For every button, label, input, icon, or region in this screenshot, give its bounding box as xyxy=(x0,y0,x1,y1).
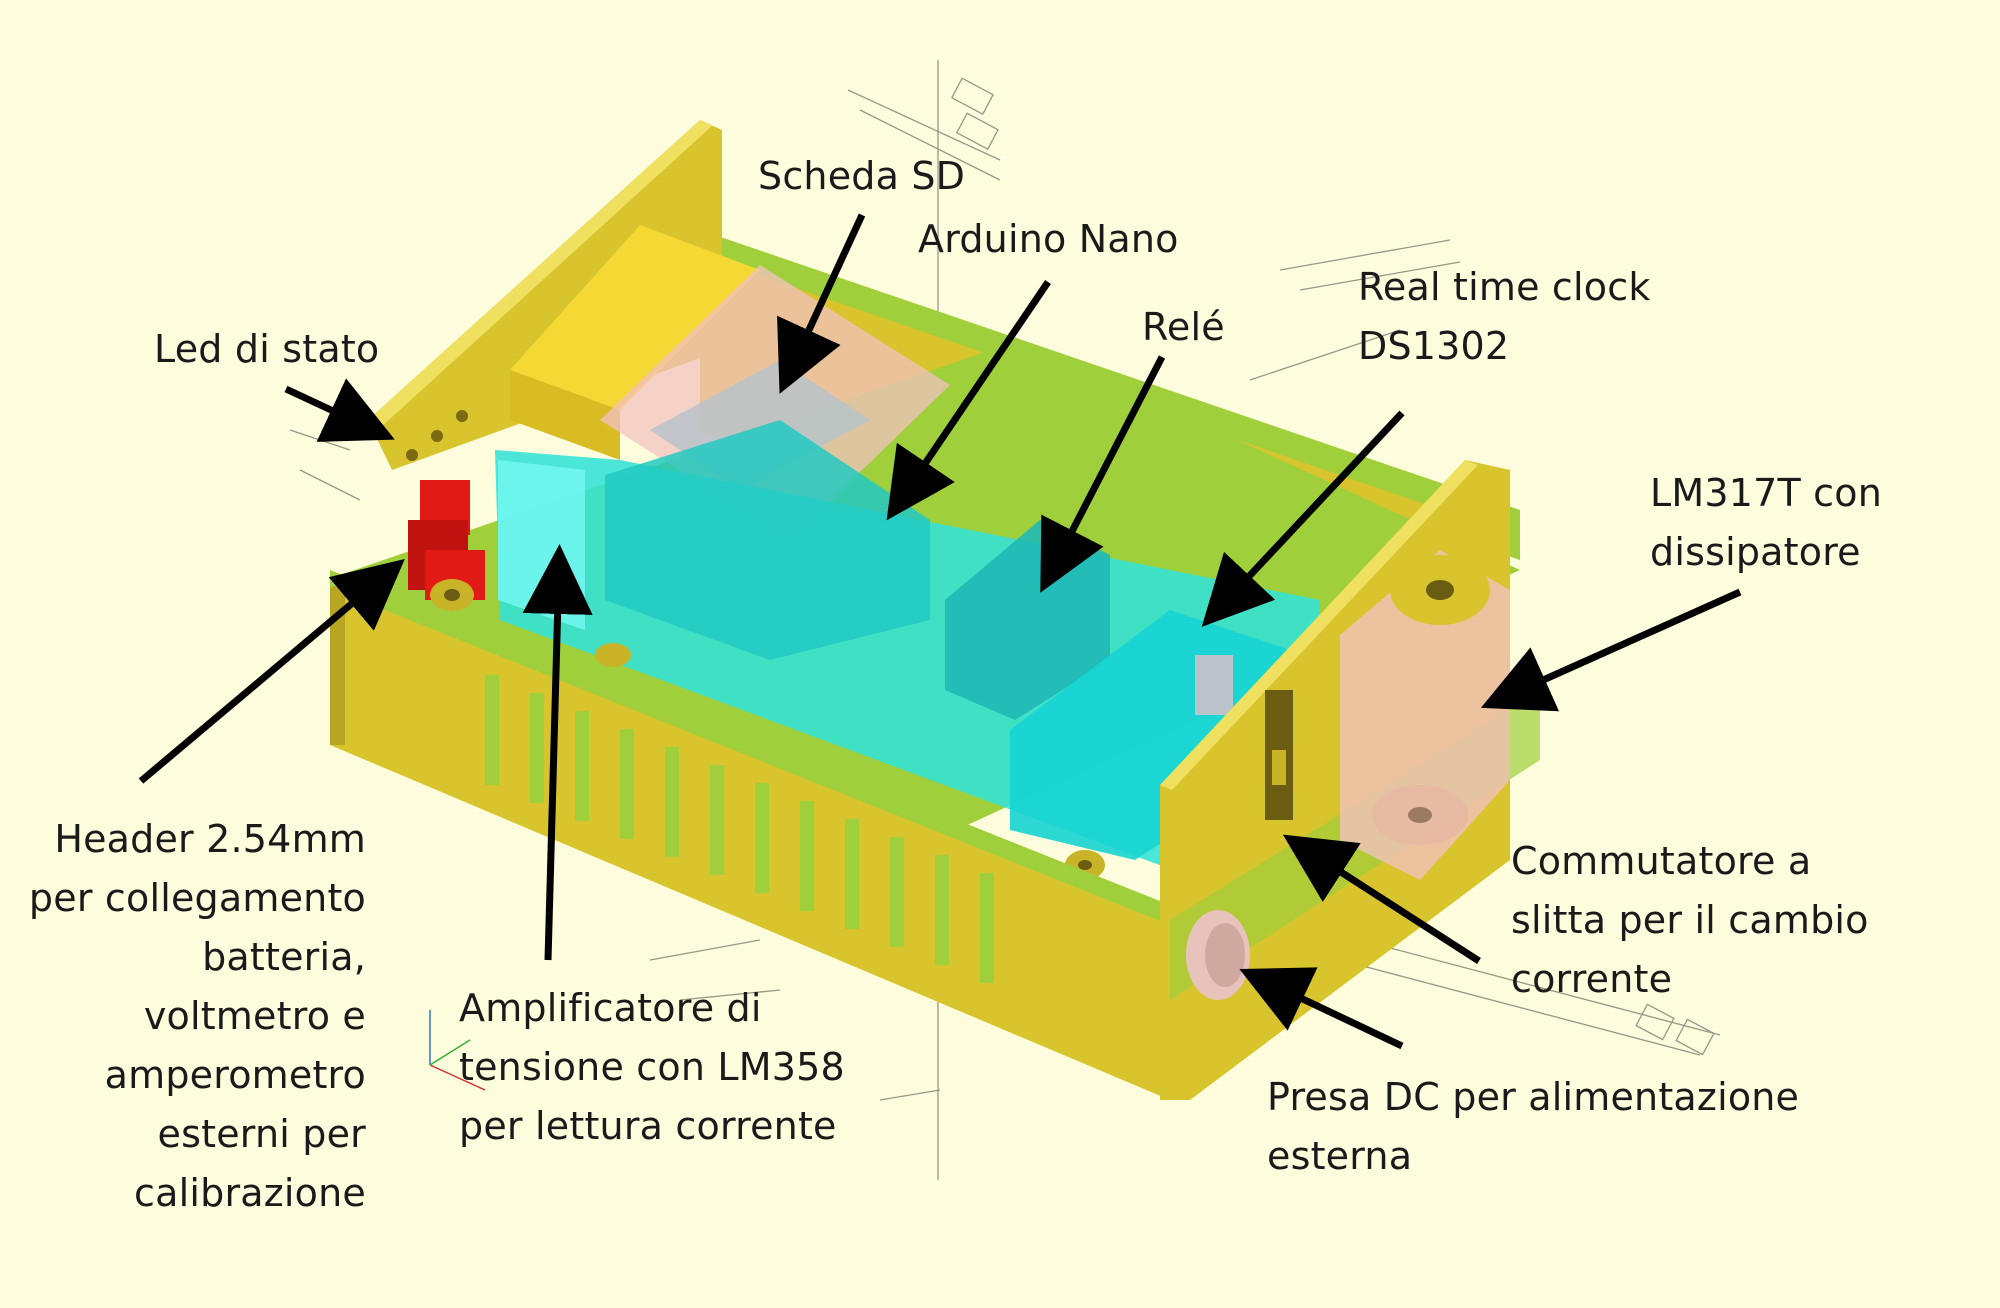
label-lm317: LM317T con dissipatore xyxy=(1650,471,1883,574)
arrow-rtc xyxy=(1201,410,1405,627)
label-presa-dc: Presa DC per alimentazione esterna xyxy=(1267,1075,1800,1178)
arrow-header xyxy=(138,558,405,784)
label-rtc: Real time clock DS1302 xyxy=(1358,265,1651,368)
label-led-di-stato: Led di stato xyxy=(154,327,380,371)
arrow-commutatore xyxy=(1282,834,1481,964)
label-rele: Relé xyxy=(1142,305,1225,349)
arrow-led xyxy=(284,378,395,442)
label-scheda-sd: Scheda SD xyxy=(758,154,966,198)
arrow-scheda-sd xyxy=(777,213,866,394)
label-arduino-nano: Arduino Nano xyxy=(918,217,1179,261)
left-end-plate xyxy=(368,120,722,470)
status-leds xyxy=(406,410,468,461)
dc-jack xyxy=(1186,910,1250,1000)
arduino-nano-module xyxy=(605,420,930,660)
label-header: Header 2.54mm per collegamento batteria,… xyxy=(28,817,366,1215)
label-amplificatore: Amplificatore di tensione con LM358 per … xyxy=(459,986,845,1148)
arrow-arduino-nano xyxy=(886,280,1051,521)
label-commutatore: Commutatore a slitta per il cambio corre… xyxy=(1511,839,1869,1001)
slide-switch xyxy=(1265,690,1293,820)
callout-arrows xyxy=(138,213,1742,1050)
front-wall-vents xyxy=(485,675,994,983)
arrow-lm317 xyxy=(1480,588,1742,712)
arrow-amplificatore xyxy=(522,544,593,961)
arrow-rele xyxy=(1040,355,1166,593)
arrow-presa-dc xyxy=(1239,967,1404,1050)
xyz-axes-icon xyxy=(429,1010,486,1091)
lm317-heatsink xyxy=(1340,550,1510,880)
red-pin-header xyxy=(408,480,485,600)
pcb-standoffs xyxy=(430,579,1105,880)
